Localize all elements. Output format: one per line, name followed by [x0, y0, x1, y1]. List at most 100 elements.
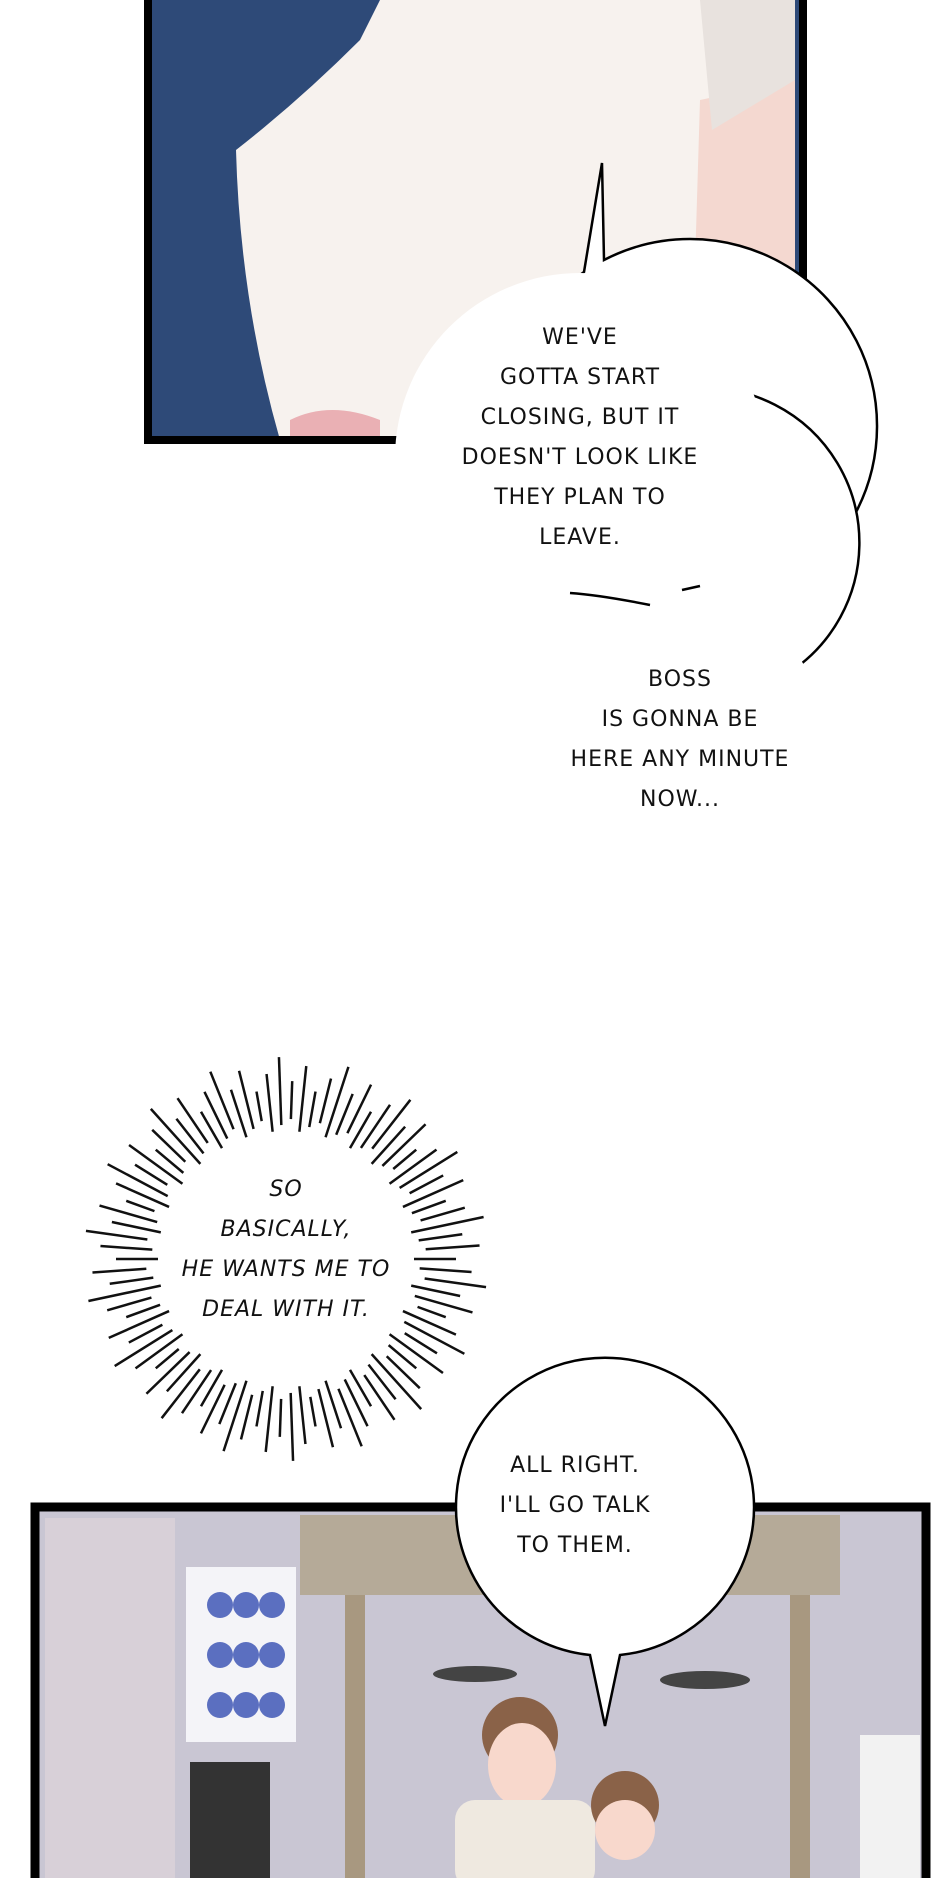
burst-ray — [209, 1071, 235, 1130]
burst-ray — [92, 1267, 147, 1274]
burst-ray — [128, 1143, 184, 1185]
burst-ray — [239, 1394, 254, 1440]
burst-ray — [324, 1066, 350, 1138]
burst-ray — [114, 1328, 174, 1368]
burst-ray — [335, 1093, 354, 1136]
burst-ray — [99, 1204, 158, 1224]
bubble-line: IS GONNA BE — [601, 707, 759, 732]
burst-ray — [404, 1332, 438, 1355]
burst-ray — [418, 1232, 463, 1242]
burst-ray — [264, 1386, 274, 1453]
burst-ray — [134, 1163, 168, 1186]
burst-ray — [317, 1388, 335, 1448]
burst-ray — [370, 1125, 407, 1165]
burst-ray — [108, 1309, 170, 1340]
burst-ray — [402, 1178, 464, 1209]
burst-ray — [278, 1398, 283, 1437]
burst-ray — [255, 1390, 264, 1427]
burst-ray — [145, 1351, 191, 1395]
burst-ray — [387, 1344, 418, 1370]
burst-ray — [309, 1396, 317, 1427]
burst-ray — [277, 1057, 283, 1126]
burst-ray — [199, 1384, 226, 1434]
burst-ray — [420, 1206, 466, 1222]
burst-ray — [203, 1091, 229, 1140]
speech-bubble-boss: BOSS IS GONNA BE HERE ANY MINUTE NOW... — [530, 660, 830, 820]
bubble-line: WE'VE — [542, 325, 618, 350]
burst-ray — [115, 1182, 170, 1209]
burst-ray — [222, 1380, 248, 1452]
burst-ray — [180, 1369, 213, 1414]
burst-ray — [367, 1363, 397, 1401]
bubble-line: DEAL WITH IT. — [202, 1297, 370, 1322]
burst-ray — [318, 1078, 333, 1124]
burst-ray — [237, 1070, 255, 1130]
burst-ray — [370, 1353, 423, 1410]
burst-ray — [385, 1355, 421, 1390]
bubble-line: HE WANTS ME TO — [181, 1257, 391, 1282]
burst-ray — [255, 1091, 263, 1122]
bubble-line: BASICALLY, — [220, 1217, 352, 1242]
speech-bubble-closing: WE'VE GOTTA START CLOSING, BUT IT DOESN'… — [430, 318, 730, 558]
thought-burst — [85, 1057, 487, 1461]
burst-ray — [348, 1111, 373, 1149]
burst-ray — [199, 1111, 224, 1149]
burst-ray — [298, 1065, 308, 1132]
burst-ray — [154, 1148, 185, 1174]
bubble-line: NOW... — [640, 787, 720, 812]
burst-ray — [151, 1128, 187, 1163]
burst-ray — [403, 1320, 465, 1355]
burst-ray — [289, 1392, 295, 1461]
burst-ray — [109, 1276, 154, 1286]
burst-ray — [149, 1108, 202, 1165]
burst-ray — [160, 1368, 201, 1419]
bubble-line: ALL RIGHT. — [510, 1453, 640, 1478]
bubble-line: DOESN'T LOOK LIKE — [461, 445, 699, 470]
burst-ray — [107, 1163, 169, 1198]
burst-ray — [414, 1294, 473, 1314]
burst-ray — [419, 1267, 472, 1274]
burst-ray — [343, 1378, 369, 1427]
burst-ray — [417, 1305, 447, 1319]
bubble-line: BOSS — [648, 667, 712, 692]
burst-ray — [359, 1104, 392, 1149]
burst-ray — [85, 1229, 148, 1241]
burst-ray — [199, 1369, 224, 1407]
burst-ray — [371, 1099, 412, 1150]
bubble-line: TO THEM. — [517, 1533, 633, 1558]
burst-ray — [411, 1199, 447, 1215]
burst-ray — [154, 1348, 180, 1370]
burst-ray — [128, 1323, 163, 1344]
burst-ray — [125, 1199, 155, 1213]
burst-ray — [409, 1174, 444, 1195]
burst-ray — [346, 1084, 373, 1134]
burst-ray — [100, 1244, 153, 1251]
burst-ray — [125, 1303, 161, 1319]
burst-ray — [388, 1333, 444, 1375]
burst-ray — [392, 1148, 418, 1170]
burst-ray — [176, 1097, 209, 1144]
burst-ray — [289, 1081, 294, 1120]
burst-ray — [363, 1374, 396, 1421]
bubble-line: THEY PLAN TO — [494, 485, 666, 510]
bubble-line: SO — [269, 1177, 303, 1202]
burst-ray — [398, 1150, 458, 1190]
bubble-line: I'LL GO TALK — [499, 1493, 651, 1518]
burst-ray — [402, 1309, 457, 1336]
burst-ray — [298, 1386, 307, 1445]
burst-ray — [134, 1333, 184, 1370]
burst-ray — [88, 1284, 162, 1303]
burst-ray — [265, 1073, 274, 1132]
burst-ray — [175, 1117, 205, 1155]
thought-burst-text: SO BASICALLY, HE WANTS ME TO DEAL WITH I… — [136, 1170, 436, 1330]
bubble-line: LEAVE. — [539, 525, 621, 550]
bubble-line: GOTTA START — [499, 365, 661, 390]
burst-ray — [410, 1284, 461, 1298]
bubble-line: HERE ANY MINUTE — [570, 747, 790, 772]
burst-ray — [106, 1296, 152, 1312]
burst-ray — [337, 1388, 363, 1447]
burst-ray — [111, 1220, 162, 1234]
burst-ray — [165, 1353, 202, 1393]
burst-ray — [218, 1382, 237, 1425]
